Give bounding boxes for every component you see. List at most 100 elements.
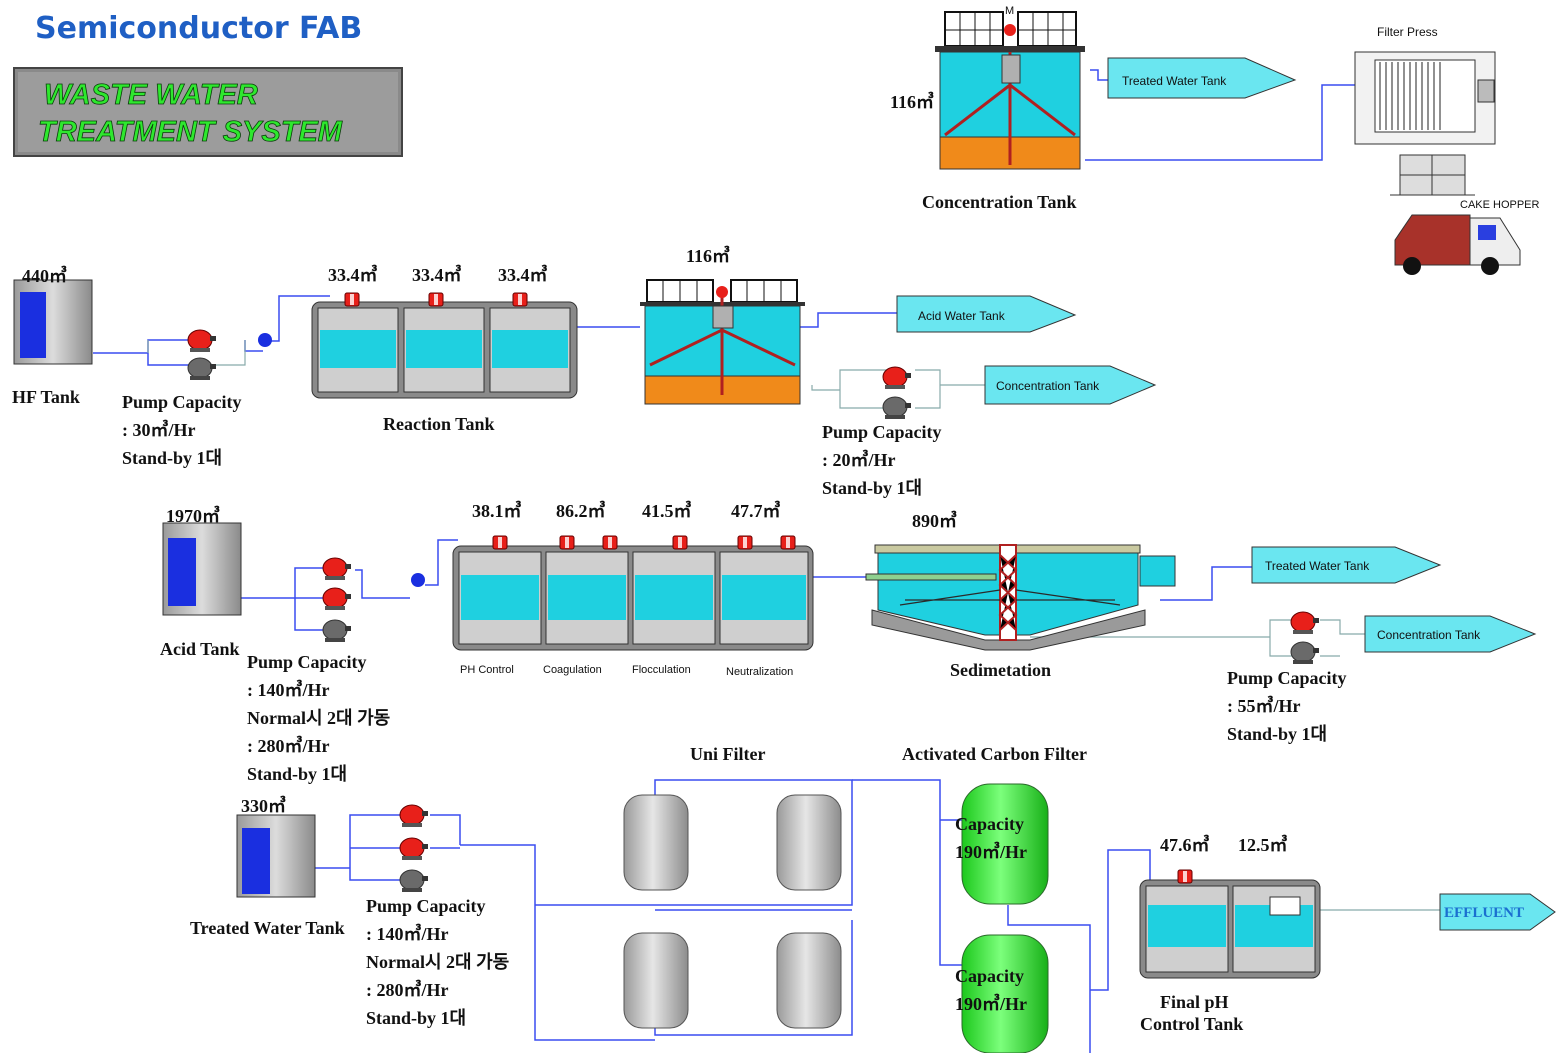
hf-tank: 440㎥ HF Tank [12, 265, 93, 407]
hf-pump2-line2: : 20㎥/Hr [822, 449, 896, 470]
acid-pump-1 [322, 557, 352, 581]
acid-water-arrow-label: Acid Water Tank [918, 309, 1006, 323]
flocculation-label: Flocculation [632, 664, 691, 676]
sed-pump-2 [1290, 641, 1320, 665]
treated-tank-label: Treated Water Tank [190, 918, 345, 938]
badge-line-2: TREATMENT SYSTEM [38, 116, 343, 148]
treated-pump-line2: : 140㎥/Hr [366, 923, 449, 944]
badge-line-1: WASTE WATER [44, 79, 258, 111]
sed-pump-line3: Stand-by 1대 [1227, 724, 1327, 744]
acid-pump-line1: Pump Capacity [247, 652, 367, 672]
treated-arrow-mid-label: Treated Water Tank [1265, 559, 1370, 573]
final-volume-1: 47.6㎥ [1160, 834, 1210, 855]
filter-press: Filter Press CAKE HOPPER [1354, 25, 1540, 211]
sed-pump-line2: : 55㎥/Hr [1227, 695, 1301, 716]
acid-conc-arrow: Concentration Tank [1364, 615, 1537, 653]
conc-tank-volume: 116㎥ [890, 91, 934, 112]
hf-pump-1 [187, 329, 217, 353]
cake-hopper-label: CAKE HOPPER [1460, 199, 1540, 211]
sed-pump-line1: Pump Capacity [1227, 668, 1347, 688]
carbon2-line2: 190㎥/Hr [955, 993, 1027, 1014]
hf-pump-2 [187, 357, 217, 381]
acid-pump-line3: Normal시 2대 가동 [247, 708, 390, 728]
hf-pump-line1: Pump Capacity [122, 392, 242, 412]
acid-pump-3 [322, 619, 352, 643]
carbon2-line1: Capacity [955, 966, 1024, 986]
reaction-tanks: 33.4㎥ 33.4㎥ 33.4㎥ Reaction Tank [311, 264, 578, 434]
acid-flow-meter [411, 573, 425, 587]
carbon-filters: Activated Carbon Filter Capacity 190㎥/Hr… [902, 744, 1087, 1053]
acid-tank-volume-2: 86.2㎥ [556, 500, 606, 521]
effluent-arrow: EFFLUENT [1439, 893, 1556, 931]
treated-volume: 330㎥ [241, 795, 286, 816]
reaction-label: Reaction Tank [383, 414, 495, 434]
hf-pump-line2: : 30㎥/Hr [122, 419, 196, 440]
hf-clarifier-volume: 116㎥ [686, 245, 730, 266]
treated-pump-line1: Pump Capacity [366, 896, 486, 916]
acid-tank: 1970㎥ Acid Tank [160, 505, 242, 659]
acid-pump-line4: : 280㎥/Hr [247, 735, 330, 756]
ph-control-label: PH Control [460, 664, 514, 676]
system-badge: WASTE WATER TREATMENT SYSTEM [13, 67, 403, 157]
acid-volume: 1970㎥ [166, 505, 220, 526]
sed-pump-1 [1290, 611, 1320, 635]
treated-pump-line5: Stand-by 1대 [366, 1008, 466, 1028]
treated-pump-1 [399, 804, 429, 828]
hf-volume: 440㎥ [22, 265, 67, 286]
hf-sludge-pump-1 [882, 366, 912, 390]
final-label-line1: Final pH [1160, 992, 1229, 1012]
uni-filter-label: Uni Filter [690, 744, 765, 764]
concentration-tank: M 116㎥ Concentration Tank [890, 5, 1085, 212]
sedimentation-tank: 890㎥ Sedimetation [865, 510, 1176, 680]
reaction-volume-3: 33.4㎥ [498, 264, 548, 285]
filter-press-label: Filter Press [1377, 25, 1438, 39]
page-title: Semiconductor FAB [35, 11, 362, 46]
acid-pump-line2: : 140㎥/Hr [247, 679, 330, 700]
treated-pump-3 [399, 869, 429, 893]
pipes [93, 69, 1355, 1053]
carbon1-line1: Capacity [955, 814, 1024, 834]
hf-label: HF Tank [12, 387, 80, 407]
treated-pump-line4: : 280㎥/Hr [366, 979, 449, 1000]
acid-tank-volume-3: 41.5㎥ [642, 500, 692, 521]
acid-water-arrow: Acid Water Tank [896, 295, 1077, 333]
treated-pump-2 [399, 837, 429, 861]
hf-pump2-line1: Pump Capacity [822, 422, 942, 442]
reaction-volume-1: 33.4㎥ [328, 264, 378, 285]
neutralization-label: Neutralization [726, 666, 793, 678]
final-label-line2: Control Tank [1140, 1014, 1243, 1034]
cake-truck [1394, 214, 1521, 275]
treated-water-arrow-mid: Treated Water Tank [1251, 546, 1442, 584]
reaction-volume-2: 33.4㎥ [412, 264, 462, 285]
hf-pump2-line3: Stand-by 1대 [822, 478, 922, 498]
effluent-label: EFFLUENT [1444, 905, 1524, 921]
conc-tank-label: Concentration Tank [922, 192, 1077, 212]
sed-volume: 890㎥ [912, 510, 957, 531]
hf-sludge-pump-2 [882, 396, 912, 420]
hf-conc-arrow-label: Concentration Tank [996, 379, 1100, 393]
acid-label: Acid Tank [160, 639, 240, 659]
treated-water-tank: 330㎥ Treated Water Tank [190, 795, 345, 938]
acid-tank-volume-4: 47.7㎥ [731, 500, 781, 521]
treated-arrow-top-label: Treated Water Tank [1122, 74, 1227, 88]
acid-pump-2 [322, 587, 352, 611]
hf-clarifier: 116㎥ [640, 245, 805, 405]
hf-conc-arrow: Concentration Tank [984, 365, 1157, 405]
acid-process-tanks: 38.1㎥ 86.2㎥ 41.5㎥ 47.7㎥ PH Control Coagu… [452, 500, 814, 678]
acid-pump-line5: Stand-by 1대 [247, 764, 347, 784]
hf-flow-meter [258, 333, 272, 347]
final-volume-2: 12.5㎥ [1238, 834, 1288, 855]
hf-pump-line3: Stand-by 1대 [122, 448, 222, 468]
uni-filters: Uni Filter [623, 744, 842, 1029]
acid-tank-volume-1: 38.1㎥ [472, 500, 522, 521]
treated-pump-line3: Normal시 2대 가동 [366, 952, 509, 972]
final-ph-tank: 47.6㎥ 12.5㎥ Final pH Control Tank [1139, 834, 1321, 1034]
carbon-filter-label: Activated Carbon Filter [902, 744, 1087, 764]
acid-conc-arrow-label: Concentration Tank [1377, 628, 1481, 642]
sed-label: Sedimetation [950, 660, 1051, 680]
svg-text:M: M [1005, 5, 1014, 17]
coagulation-label: Coagulation [543, 664, 602, 676]
carbon1-line2: 190㎥/Hr [955, 841, 1027, 862]
